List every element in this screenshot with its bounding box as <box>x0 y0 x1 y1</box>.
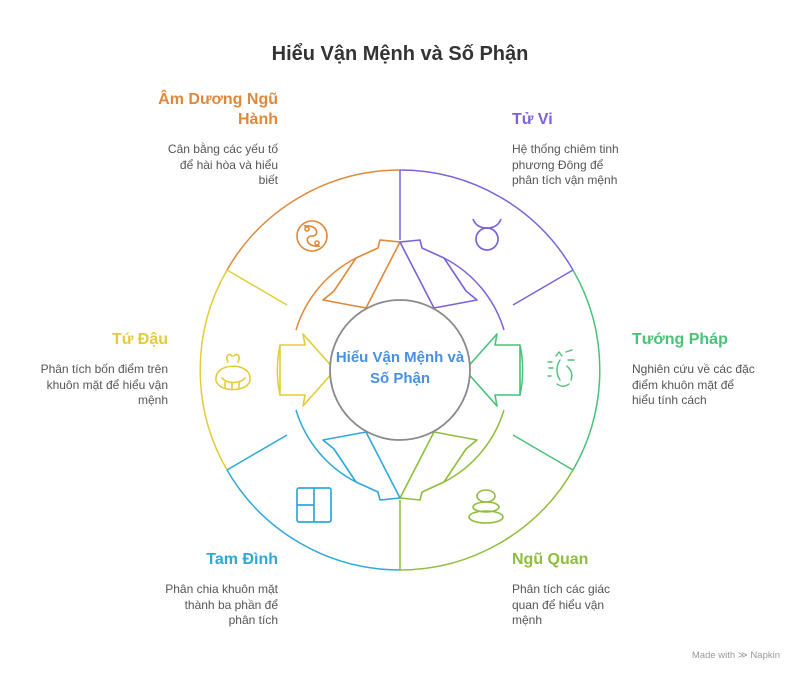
segment-desc-ngu-quan: Phân tích các giác quan để hiểu vận mệnh <box>512 582 611 627</box>
outer-arc-tam-dinh <box>226 469 401 571</box>
face-icon <box>547 349 575 387</box>
divider-top-right <box>512 269 574 306</box>
arrow-tu-vi <box>399 239 478 309</box>
segment-desc-tam-dinh: Phân chia khuôn mặt thành ba phần để phâ… <box>165 582 278 627</box>
segment-desc-tu-vi: Hệ thống chiêm tinh phương Đông để phân … <box>512 142 619 187</box>
segment-title-tu-vi: Tử Vi <box>512 111 553 128</box>
outer-arc-tu-dau <box>199 269 228 471</box>
outer-arc-tuong-phap <box>572 269 601 471</box>
segment-desc-tuong-phap: Nghiên cứu về các đặc điểm khuôn mặt để … <box>632 362 755 407</box>
center-label: Hiểu Vận Mệnh và Số Phận <box>335 349 465 387</box>
napkin-icon: ≫ <box>737 650 748 661</box>
divider-bottom-right <box>512 434 574 471</box>
segment-title-tu-dau: Tứ Đậu <box>111 331 168 348</box>
segment-desc-tu-dau: Phân tích bốn điểm trên khuôn mặt để hiể… <box>40 362 168 407</box>
outer-arc-ngu-quan <box>399 469 574 571</box>
arrow-tuong-phap <box>464 333 521 407</box>
divider-top-left <box>226 269 288 306</box>
window-icon <box>296 487 332 523</box>
made-with-napkin[interactable]: Made with ≫ Napkin <box>692 650 780 661</box>
inner-arc-ngu-quan <box>443 409 505 483</box>
segment-title-ngu-quan: Ngũ Quan <box>512 551 589 568</box>
taurus-icon <box>472 218 502 251</box>
arrow-tu-dau <box>279 333 336 407</box>
inner-arc-am-duong <box>295 257 357 331</box>
yin-yang-icon <box>296 220 328 252</box>
divider-bottom-left <box>226 434 288 471</box>
segment-title-tuong-phap: Tướng Pháp <box>632 331 728 348</box>
arrow-tam-dinh <box>322 431 401 501</box>
napkin-brand: Napkin <box>750 650 780 661</box>
diagram-title: Hiểu Vận Mệnh và Số Phận <box>271 43 529 65</box>
critter-icon <box>215 353 251 391</box>
outer-arc-tu-vi <box>399 169 574 271</box>
arrow-ngu-quan <box>399 431 478 501</box>
segment-desc-am-duong: Cân bằng các yếu tố để hài hòa và hiểu b… <box>167 142 278 187</box>
arrow-am-duong <box>322 239 401 309</box>
center-circle <box>329 299 471 441</box>
inner-arc-tam-dinh <box>295 409 357 483</box>
outer-arc-am-duong <box>226 169 401 271</box>
made-with-text: Made with <box>691 650 736 661</box>
segment-title-tam-dinh: Tam Đình <box>206 551 278 568</box>
segment-title-am-duong: Âm Dương Ngũ Hành <box>158 91 278 128</box>
inner-arc-tu-vi <box>443 257 505 331</box>
stones-icon <box>468 489 504 524</box>
